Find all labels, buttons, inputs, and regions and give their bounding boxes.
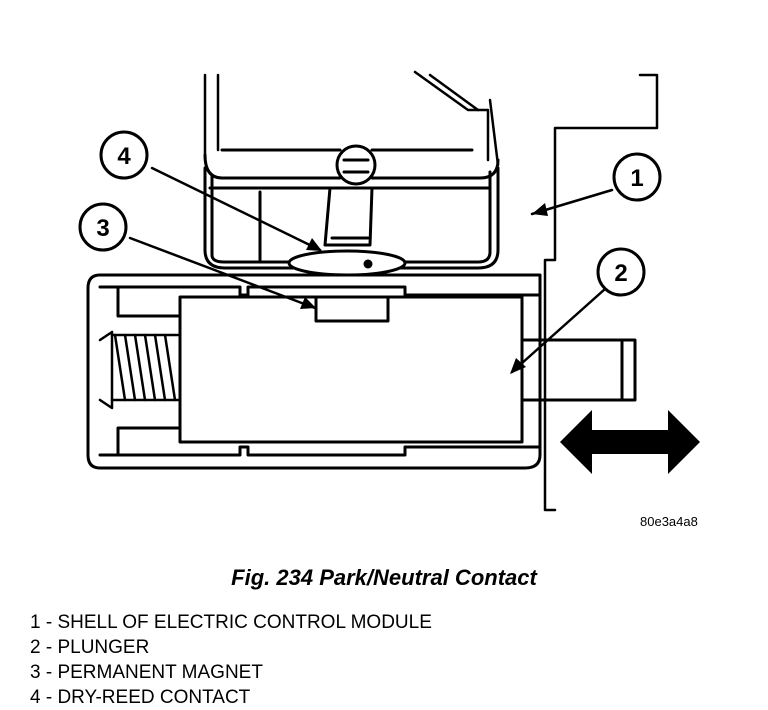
leader-3: [128, 236, 317, 310]
callout-circle-3: [78, 202, 128, 252]
figure-reference-code: 80e3a4a8: [640, 514, 698, 529]
plunger-housing: [86, 273, 542, 470]
legend-item: 3 - PERMANENT MAGNET: [30, 662, 263, 683]
legend-item: 2 - PLUNGER: [30, 637, 150, 658]
parts-legend: 1 - SHELL OF ELECTRIC CONTROL MODULE 2 -…: [30, 610, 432, 710]
park-neutral-contact-diagram: 4 3 1 2: [78, 70, 700, 512]
figure-caption: Fig. 234 Park/Neutral Contact: [231, 565, 537, 590]
dry-reed-contact: [287, 249, 407, 277]
callout-circles: [78, 130, 662, 297]
permanent-magnet: [314, 295, 390, 323]
arrowhead-1: [532, 203, 548, 216]
callout-arrowheads: [300, 203, 548, 374]
return-spring: [98, 330, 180, 410]
movement-arrow: [560, 410, 700, 474]
leader-4: [150, 166, 322, 252]
callout-label-3: 3: [96, 215, 109, 242]
arrowhead-2: [510, 358, 526, 374]
plunger: [178, 295, 637, 444]
callout-label-1: 1: [630, 165, 643, 192]
callout-circle-2: [596, 247, 646, 297]
callout-label-4: 4: [117, 143, 131, 170]
callout-circle-4: [99, 130, 149, 180]
legend-item: 4 - DRY-REED CONTACT: [30, 687, 251, 708]
arrowhead-4: [306, 238, 322, 251]
callout-label-2: 2: [614, 260, 627, 287]
upper-bracket: [203, 70, 659, 512]
arrowhead-3: [300, 297, 316, 309]
legend-item: 1 - SHELL OF ELECTRIC CONTROL MODULE: [30, 612, 432, 633]
leader-2: [510, 287, 607, 374]
callout-circle-1: [612, 152, 662, 202]
